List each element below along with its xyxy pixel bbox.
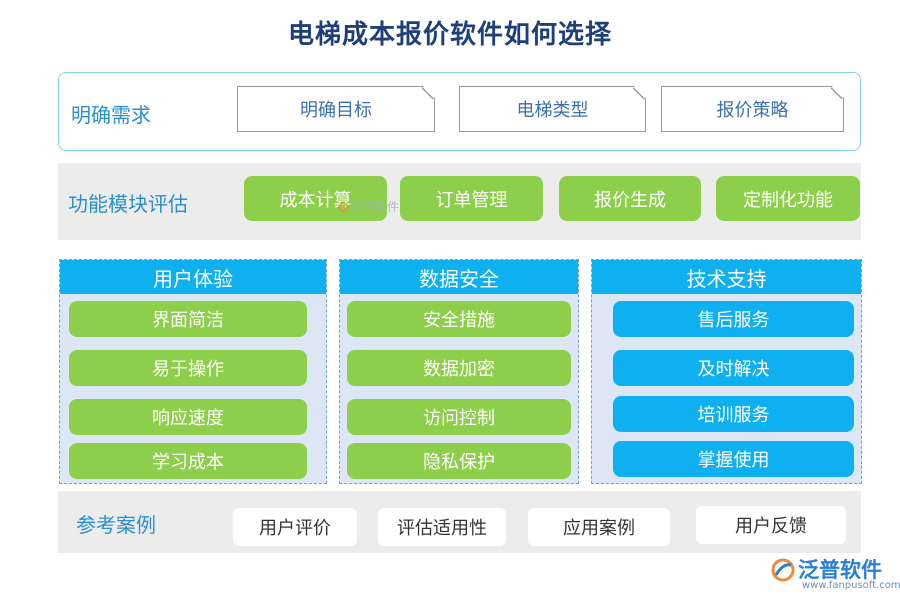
panel-item: 访问控制 [347,399,571,435]
requirement-tag: 电梯类型 [459,86,646,132]
module-box: 成本计算 [244,176,387,221]
panel-item: 数据加密 [347,350,571,386]
case-box: 用户反馈 [696,506,846,544]
requirements-label: 明确需求 [71,103,151,127]
requirements-row: 明确需求 明确目标 电梯类型 报价策略 [58,72,861,151]
panel-user-experience: 用户体验 界面简洁 易于操作 响应速度 学习成本 [59,259,327,484]
panel-item: 培训服务 [613,396,854,432]
requirement-tag: 报价策略 [661,86,844,132]
case-box: 评估适用性 [378,508,506,546]
requirement-tag: 明确目标 [237,86,435,132]
panel-data-security: 数据安全 安全措施 数据加密 访问控制 隐私保护 [339,259,579,484]
panel-header: 用户体验 [60,260,326,294]
panel-item: 及时解决 [613,350,854,386]
watermark: 泛普软件 [338,198,399,215]
logo-name: 泛普软件 [798,557,882,582]
panel-item: 隐私保护 [347,443,571,479]
panel-item: 响应速度 [69,399,307,435]
diagram-title: 电梯成本报价软件如何选择 [287,20,612,50]
modules-label: 功能模块评估 [68,192,188,216]
panel-item: 易于操作 [69,350,307,386]
module-box: 报价生成 [559,176,701,221]
panel-header: 数据安全 [340,260,578,294]
case-box: 应用案例 [528,508,670,546]
modules-row: 功能模块评估 成本计算 订单管理 报价生成 定制化功能 [58,163,861,240]
module-box: 定制化功能 [716,176,860,221]
watermark-logo-icon [338,201,348,212]
brand-logo: 泛普软件 www.fanpusoft.com [770,553,900,595]
panel-item: 售后服务 [613,301,854,337]
cases-row: 参考案例 用户评价 评估适用性 应用案例 用户反馈 [58,491,861,553]
panel-item: 安全措施 [347,301,571,337]
logo-url: www.fanpusoft.com [802,580,900,591]
panel-header: 技术支持 [592,260,861,294]
panel-item: 界面简洁 [69,301,307,337]
cases-label: 参考案例 [76,513,156,537]
panel-tech-support: 技术支持 售后服务 及时解决 培训服务 掌握使用 [591,259,862,484]
fanpu-logo-icon [771,558,795,582]
panel-item: 学习成本 [69,443,307,479]
module-box: 订单管理 [400,176,543,221]
case-box: 用户评价 [233,508,357,546]
panel-item: 掌握使用 [613,441,854,477]
